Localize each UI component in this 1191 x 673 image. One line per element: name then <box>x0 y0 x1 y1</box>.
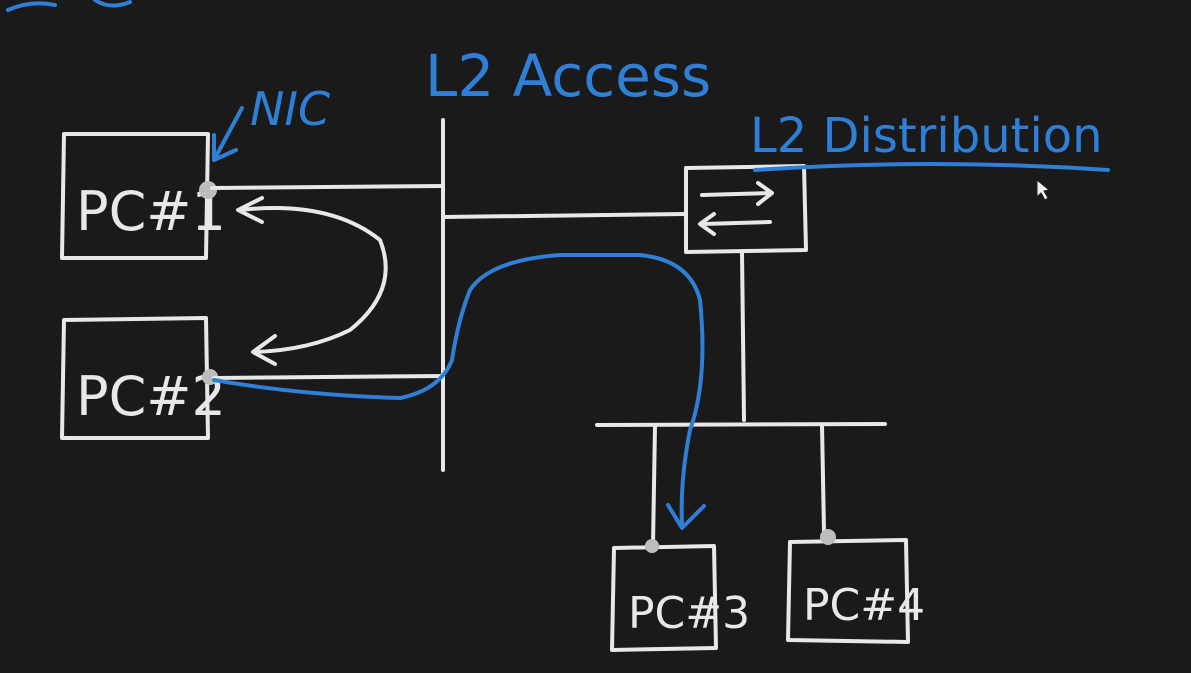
pc3-drop-link <box>651 423 657 547</box>
curve-arrowhead-top <box>236 196 264 224</box>
pc1-pc2-return-curve <box>238 206 388 354</box>
pc2-link <box>212 374 445 380</box>
pc1-nic-port <box>199 181 217 199</box>
switch-arrow-left-icon <box>698 212 772 236</box>
cropped-scribble <box>6 0 132 12</box>
pc3-nic-port <box>645 539 659 553</box>
host-pc2: PC#2 <box>60 316 226 440</box>
switch-to-lower-bus-link <box>740 250 746 422</box>
pc1-link <box>210 184 445 190</box>
pc2-label: PC#2 <box>76 365 226 428</box>
pc3-box <box>610 544 718 652</box>
curve-arrowhead-bottom <box>251 334 277 366</box>
lower-bus <box>595 422 887 427</box>
switch <box>684 164 808 254</box>
l2-distribution-underline <box>753 162 1110 172</box>
l2-access-label: L2 Access <box>425 42 711 110</box>
pc1-box <box>60 132 210 260</box>
access-to-switch-link <box>441 212 688 219</box>
pc2-to-pc3-traffic-path <box>212 253 705 527</box>
pc4-label: PC#4 <box>803 580 925 631</box>
l2-distribution-label: L2 Distribution <box>750 108 1103 164</box>
pc4-drop-link <box>820 423 826 534</box>
switch-arrow-right-icon <box>700 181 774 206</box>
nic-label: NIC <box>250 82 330 136</box>
switch-box <box>684 164 808 254</box>
pc4-nic-port <box>820 529 836 545</box>
host-pc3: PC#3 <box>610 539 750 652</box>
traffic-arrowhead <box>666 503 706 530</box>
pc3-label: PC#3 <box>628 588 750 639</box>
pc2-box <box>60 316 210 440</box>
host-pc1: PC#1 <box>60 132 226 260</box>
nic-arrow <box>212 106 244 162</box>
mouse-cursor-icon <box>1036 178 1051 201</box>
host-pc4: PC#4 <box>786 529 925 644</box>
pc4-box <box>786 538 910 644</box>
